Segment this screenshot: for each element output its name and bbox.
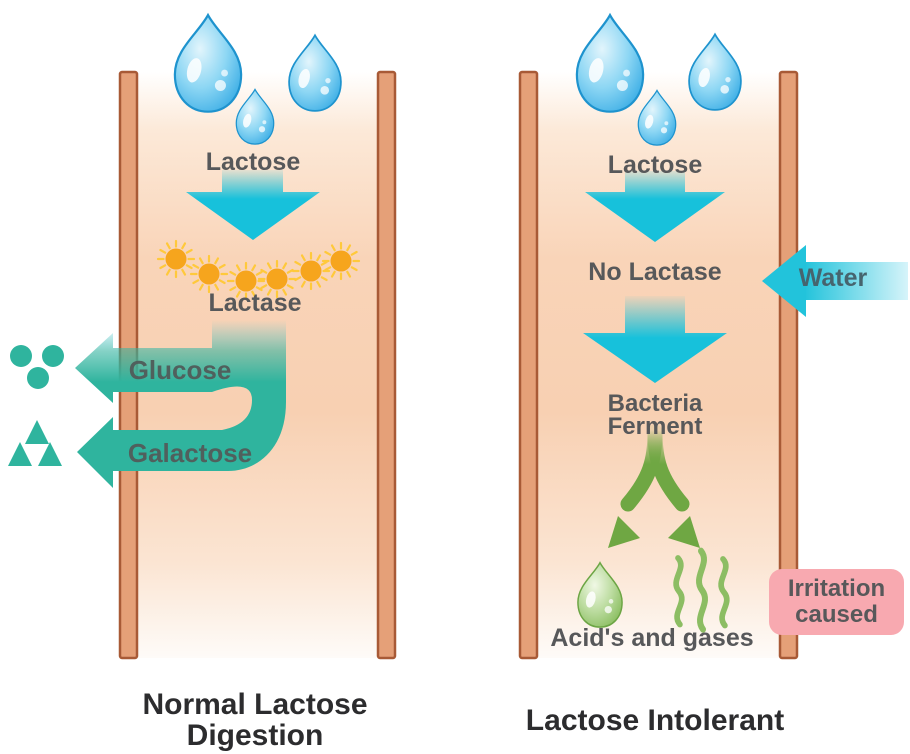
left-panel-title: Normal Lactose Digestion — [142, 689, 367, 751]
galactose-molecules-icon — [8, 420, 62, 466]
acids-gases-label: Acid's and gases — [550, 624, 754, 652]
branch-arrow-icon — [608, 424, 700, 548]
no-lactase-label: No Lactase — [588, 258, 722, 286]
bacteria-line2: Ferment — [607, 413, 703, 440]
lactose-label-right: Lactose — [607, 151, 703, 179]
irritation-line2: caused — [795, 601, 878, 628]
glucose-molecules-icon — [10, 345, 64, 389]
right-panel-wall-left — [518, 70, 539, 660]
left-title-line2: Digestion — [186, 719, 324, 752]
lactose-label-left: Lactose — [205, 148, 301, 176]
left-down-arrow-icon — [186, 170, 320, 240]
galactose-label: Galactose — [127, 438, 253, 468]
lactase-label: Lactase — [208, 289, 302, 317]
water-label: Water — [798, 264, 868, 292]
bacteria-line1: Bacteria — [607, 390, 703, 417]
right-panel-wall-right — [778, 70, 799, 660]
bacteria-ferment-label: Bacteria Ferment — [607, 390, 703, 440]
left-panel-wall-right — [376, 70, 397, 660]
glucose-label: Glucose — [128, 355, 232, 385]
irritation-badge: Irritation caused — [769, 569, 904, 635]
right-panel-title: Lactose Intolerant — [525, 704, 785, 737]
left-title-line1: Normal Lactose — [142, 688, 368, 721]
irritation-line1: Irritation — [787, 575, 886, 602]
split-arrows-icon — [75, 318, 286, 488]
right-down-arrow-2-icon — [583, 296, 727, 383]
water-arrow-icon — [762, 245, 908, 317]
right-down-arrow-1-icon — [585, 171, 725, 242]
